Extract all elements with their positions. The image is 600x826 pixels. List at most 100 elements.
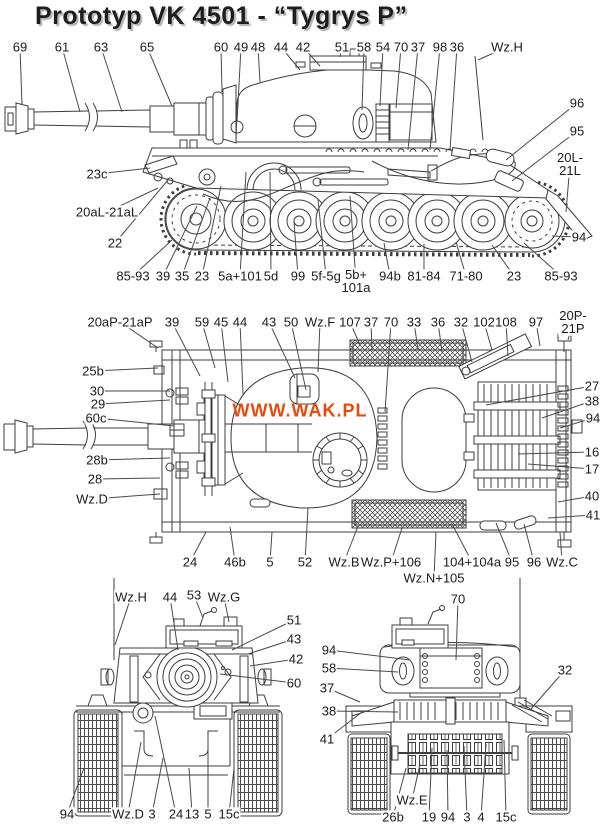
callout-20l-21l: 20L-21L	[555, 149, 585, 178]
callout-24: 24	[167, 806, 185, 822]
callout-25b: 25b	[81, 363, 105, 379]
callout-40: 40	[583, 488, 600, 504]
leader-line	[169, 596, 179, 651]
callout-16: 16	[583, 444, 600, 460]
callout-32: 32	[452, 314, 470, 330]
callout-94: 94	[584, 410, 600, 426]
leader-line	[407, 46, 419, 151]
callout-23: 23	[193, 268, 211, 284]
callout-108: 108	[494, 314, 518, 330]
callout-49: 49	[232, 39, 250, 55]
callout-36: 36	[448, 39, 466, 55]
callout-5f-5g: 5f-5g	[310, 268, 342, 284]
leader-line	[505, 102, 578, 161]
leader-line	[220, 46, 223, 93]
callout-70: 70	[449, 591, 467, 607]
leader-line	[527, 463, 593, 470]
callout-43: 43	[260, 314, 278, 330]
leader-line	[181, 197, 211, 277]
callout-37: 37	[409, 39, 427, 55]
callout-69: 69	[11, 39, 29, 55]
leader-line	[541, 400, 593, 419]
callout-60: 60	[285, 675, 303, 691]
watermark: WWW.WAK.PL	[232, 400, 368, 421]
callout-23: 23	[505, 268, 523, 284]
leader-line	[268, 321, 296, 379]
callout-94: 94	[570, 229, 588, 245]
callout-46b: 46b	[223, 554, 247, 570]
callout-95: 95	[568, 123, 586, 139]
leader-line	[428, 747, 433, 818]
leader-line	[239, 171, 247, 277]
callout-51: 51	[333, 39, 351, 55]
callout-20p-21p: 20P-21P	[558, 307, 588, 336]
callout-99: 99	[289, 268, 307, 284]
callout-20ap-21ap: 20aP-21aP	[86, 314, 154, 330]
callout-wz-f: Wz.F	[303, 314, 337, 330]
callout-58: 58	[320, 660, 338, 676]
callout-44: 44	[161, 589, 179, 605]
leader-line	[66, 767, 85, 815]
callout-15c: 15c	[217, 806, 241, 822]
callout-43: 43	[285, 631, 303, 647]
callout-28b: 28b	[85, 452, 109, 468]
leader-line	[290, 321, 307, 391]
callout-44: 44	[231, 314, 249, 330]
callout-3: 3	[147, 806, 157, 822]
callout-24: 24	[181, 554, 199, 570]
callout-27: 27	[583, 378, 600, 394]
leader-line	[97, 399, 171, 405]
leader-line	[328, 667, 399, 673]
front-view-drawing	[73, 578, 283, 817]
leader-line	[171, 321, 201, 377]
leader-line	[429, 46, 441, 151]
callout-36: 36	[429, 314, 447, 330]
leader-line	[293, 221, 299, 277]
callout-45: 45	[212, 314, 230, 330]
leader-line	[228, 767, 235, 815]
callout-85-93: 85-93	[115, 268, 151, 284]
leader-line	[529, 669, 566, 711]
callout-96: 96	[525, 554, 543, 570]
callout-70: 70	[392, 39, 410, 55]
callout-30: 30	[88, 383, 106, 399]
callout-50: 50	[282, 314, 300, 330]
leader-line	[317, 199, 327, 277]
callout-20al-21al: 20aL-21aL	[74, 204, 140, 220]
leader-line	[379, 46, 384, 107]
callout-wz-b: Wz.B	[327, 554, 361, 570]
callout-44: 44	[272, 39, 290, 55]
callout-96: 96	[568, 95, 586, 111]
leader-line	[328, 649, 411, 661]
leader-line	[485, 385, 593, 406]
callout-63: 63	[92, 39, 110, 55]
callout-5b-101a: 5b+ 101a	[340, 266, 372, 295]
callout-33: 33	[405, 314, 423, 330]
top-view-drawing	[3, 333, 583, 548]
leader-line	[361, 46, 365, 111]
callout-3: 3	[462, 809, 472, 825]
leader-line	[201, 321, 216, 369]
leader-line	[127, 741, 142, 815]
callout-54: 54	[374, 39, 392, 55]
callout-60c: 60c	[84, 410, 108, 426]
rear-view-drawing	[345, 578, 573, 815]
leader-line	[114, 596, 132, 646]
leader-line	[239, 321, 244, 395]
callout-28: 28	[86, 471, 104, 487]
callout-98: 98	[431, 39, 449, 55]
callout-97: 97	[527, 314, 545, 330]
leader-line	[304, 507, 309, 563]
callout-4: 4	[476, 809, 486, 825]
callout-5d: 5d	[262, 268, 280, 284]
callout-wz-c: Wz.C	[545, 554, 579, 570]
leader-line	[384, 321, 392, 413]
leader-line	[188, 767, 193, 815]
callout-13: 13	[183, 806, 201, 822]
leader-line	[269, 171, 272, 277]
callout-wz-h: Wz.H	[114, 589, 148, 605]
callout-102: 102	[472, 314, 496, 330]
callout-wz-e: Wz.E	[395, 792, 429, 808]
